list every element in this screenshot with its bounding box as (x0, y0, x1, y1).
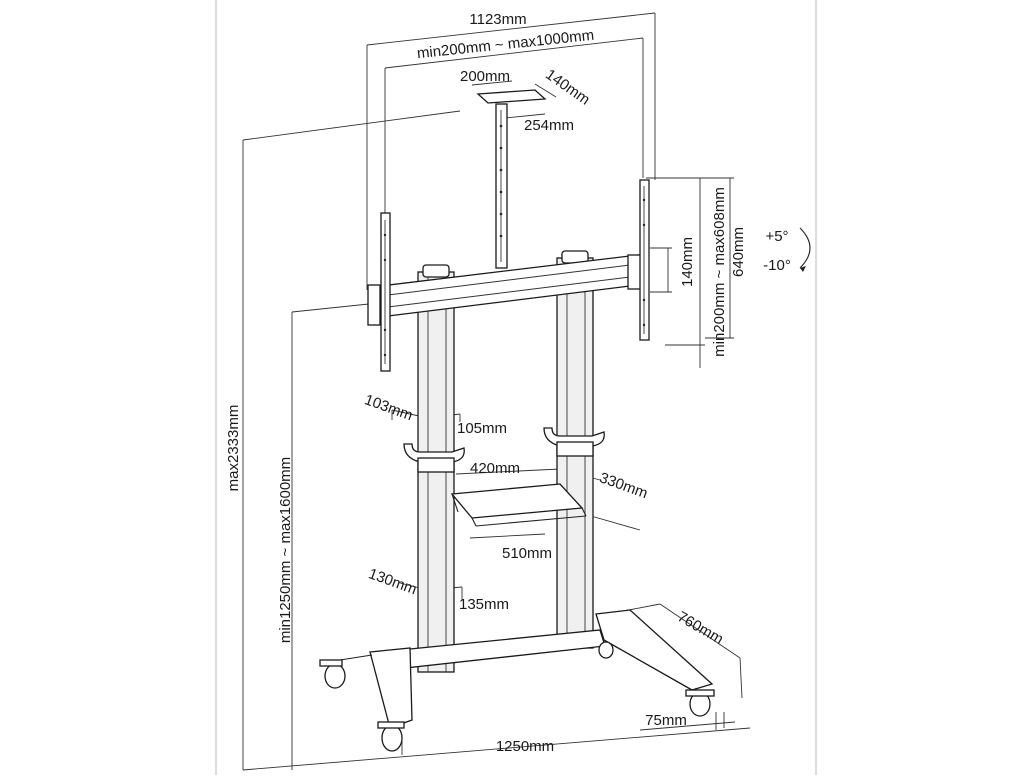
dim-camera-shelf (471, 80, 557, 119)
right-column-clamp (543, 427, 605, 457)
right-vesa-arm (639, 179, 650, 341)
dim-height-range (291, 301, 389, 770)
label-lower-column-depth: 130mm (366, 565, 419, 598)
dim-caster-height (639, 712, 736, 731)
label-camera-shelf-depth: 140mm (542, 66, 593, 109)
dim-bracket-length (705, 177, 734, 339)
left-foot (319, 647, 413, 752)
label-bracket-length: 640mm (730, 227, 747, 277)
tilt-arrow-head (800, 266, 806, 272)
label-vesa-height: min200mm ~ max608mm (711, 187, 728, 357)
label-tilt-down: -10° (763, 257, 791, 274)
label-upper-column-width: 105mm (457, 420, 507, 437)
label-lower-column-width: 135mm (459, 596, 509, 613)
label-upper-column-depth: 103mm (362, 391, 415, 424)
dim-bracket-height (650, 247, 672, 293)
camera-shelf (476, 89, 547, 269)
label-camera-shelf-height: 254mm (524, 117, 574, 134)
label-tilt-up: +5° (765, 228, 788, 245)
dim-vesa-height (646, 177, 705, 368)
tilt-arrow (799, 227, 811, 269)
dim-vesa-width (384, 37, 644, 215)
right-foot (595, 609, 715, 717)
label-vesa-width: min200mm ~ max1000mm (416, 27, 595, 63)
dim-overall-width (366, 12, 656, 290)
label-height-range: min1250mm ~ max1600mm (277, 457, 294, 643)
label-base-depth: 760mm (674, 608, 726, 648)
label-camera-shelf-width: 200mm (460, 68, 510, 85)
label-base-width: 1250mm (496, 738, 554, 755)
label-bracket-height: 140mm (679, 237, 696, 287)
label-overall-width: 1123mm (469, 11, 526, 28)
mounting-rail (367, 254, 643, 326)
middle-shelf (450, 483, 587, 527)
left-column-clamp (403, 443, 465, 473)
dim-max-height (242, 110, 461, 770)
left-vesa-arm (380, 212, 391, 372)
label-caster-height: 75mm (645, 712, 687, 729)
label-shelf-width: 420mm (470, 460, 520, 477)
label-shelf-total-width: 510mm (502, 545, 552, 562)
label-max-height: max2333mm (225, 405, 242, 492)
label-shelf-depth: 330mm (597, 469, 650, 502)
